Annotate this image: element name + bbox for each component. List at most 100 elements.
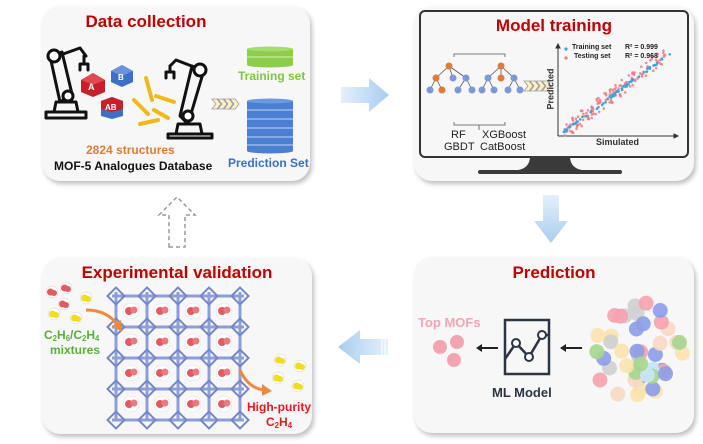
carbon-atom bbox=[161, 368, 169, 376]
testing-point bbox=[654, 66, 658, 70]
chevrons-training-icon bbox=[523, 80, 552, 92]
training-point bbox=[571, 122, 575, 126]
cube-a-icon bbox=[81, 73, 105, 97]
monitor-screen bbox=[419, 10, 689, 158]
training-point bbox=[622, 85, 625, 88]
testing-point bbox=[582, 112, 585, 116]
cube-a-label: A bbox=[88, 82, 95, 92]
carbon-atom bbox=[223, 337, 231, 345]
training-point bbox=[613, 91, 617, 95]
plot-xlabel: Simulated bbox=[596, 137, 640, 147]
training-point bbox=[597, 106, 600, 109]
framework-node bbox=[106, 379, 126, 399]
mof-candidate-dot bbox=[592, 372, 608, 388]
training-point bbox=[625, 85, 628, 88]
prediction-set-database-icon bbox=[247, 98, 293, 154]
top-mofs-label: Top MOFs bbox=[418, 315, 481, 330]
plot-ylabel: Predicted bbox=[545, 68, 556, 110]
data-collection-title: Data collection bbox=[85, 12, 207, 31]
testing-point bbox=[617, 87, 621, 90]
testing-point bbox=[619, 94, 622, 98]
testing-point bbox=[563, 134, 567, 137]
testing-point bbox=[590, 116, 593, 120]
training-point bbox=[578, 118, 582, 121]
robot-arm-right-icon bbox=[164, 58, 214, 140]
testing-point bbox=[611, 101, 614, 104]
training-point bbox=[565, 128, 569, 131]
atom bbox=[53, 312, 59, 318]
chevrons-icon bbox=[211, 98, 240, 110]
data-collection-panel: Data collection A B AB bbox=[42, 6, 310, 181]
model-training-title: Model training bbox=[495, 16, 613, 35]
mof-candidate-dot bbox=[633, 356, 649, 372]
arrow-left-input-icon bbox=[560, 344, 582, 352]
mixtures-label: mixtures bbox=[50, 343, 101, 357]
training-point bbox=[642, 70, 645, 74]
training-point bbox=[581, 115, 584, 119]
mof-candidate-dot bbox=[645, 381, 661, 397]
framework-node bbox=[168, 348, 188, 368]
mof-candidate-dot bbox=[590, 328, 606, 343]
testing-point bbox=[580, 124, 583, 128]
carbon-atom bbox=[192, 368, 200, 376]
testing-point bbox=[565, 123, 568, 126]
training-point bbox=[602, 102, 605, 105]
framework-node bbox=[230, 348, 250, 368]
feedback-arrow-up-icon bbox=[157, 195, 197, 248]
training-point bbox=[652, 64, 655, 67]
mof-candidate-dot bbox=[640, 367, 655, 383]
testing-point bbox=[652, 69, 655, 73]
atom bbox=[299, 364, 305, 370]
testing-point bbox=[597, 110, 601, 114]
atom bbox=[277, 376, 283, 382]
training-point bbox=[564, 130, 568, 133]
training-point bbox=[574, 122, 577, 125]
framework-node bbox=[168, 379, 188, 399]
monitor-stand-icon bbox=[478, 156, 622, 174]
high-purity-label: High-purity bbox=[247, 400, 311, 414]
mof-candidate-dot bbox=[589, 344, 605, 360]
testing-point bbox=[585, 111, 588, 115]
testing-point bbox=[597, 96, 600, 100]
testing-point bbox=[604, 93, 608, 97]
testing-point bbox=[618, 84, 622, 87]
mixture-formula: C2H6/C2H4 bbox=[44, 328, 100, 343]
ethylene-formula: C2H4 bbox=[266, 415, 293, 430]
testing-point bbox=[591, 106, 594, 109]
testing-point bbox=[597, 101, 600, 104]
testing-point bbox=[574, 117, 578, 120]
carbon-atom bbox=[161, 399, 169, 407]
carbon-atom bbox=[223, 368, 231, 376]
linker-sticks-icon bbox=[132, 76, 176, 126]
robot-arm-left-icon bbox=[44, 46, 90, 120]
mof-candidate-dot bbox=[652, 335, 668, 351]
atom bbox=[297, 384, 303, 390]
legend-testing-label: Testing set bbox=[574, 53, 611, 60]
training-point bbox=[627, 83, 630, 86]
output-flow-arrow-icon bbox=[238, 369, 272, 396]
cube-b-label: B bbox=[118, 73, 124, 82]
training-set-label: Training set bbox=[238, 69, 306, 83]
mof-candidate-dot bbox=[629, 343, 645, 359]
arrow-left-output-icon bbox=[476, 344, 498, 352]
testing-point bbox=[602, 107, 606, 110]
training-set-database-icon bbox=[247, 46, 293, 68]
testing-point bbox=[662, 55, 666, 59]
testing-point bbox=[649, 59, 652, 62]
framework-node bbox=[168, 410, 188, 430]
legend-marker-testing bbox=[564, 56, 568, 60]
atom bbox=[279, 358, 285, 364]
atom bbox=[63, 302, 69, 308]
framework-node bbox=[199, 410, 219, 430]
testing-point bbox=[659, 62, 662, 65]
gas-mixture-molecules-icon bbox=[45, 281, 93, 325]
prediction-title: Prediction bbox=[512, 263, 596, 282]
testing-point bbox=[596, 99, 599, 103]
training-point bbox=[604, 101, 607, 104]
framework-node bbox=[106, 348, 126, 368]
ml-model-chart-icon bbox=[503, 318, 551, 376]
framework-node bbox=[137, 379, 157, 399]
model-rf-label: RF bbox=[451, 129, 466, 141]
testing-point bbox=[656, 52, 659, 55]
framework-node bbox=[199, 379, 219, 399]
